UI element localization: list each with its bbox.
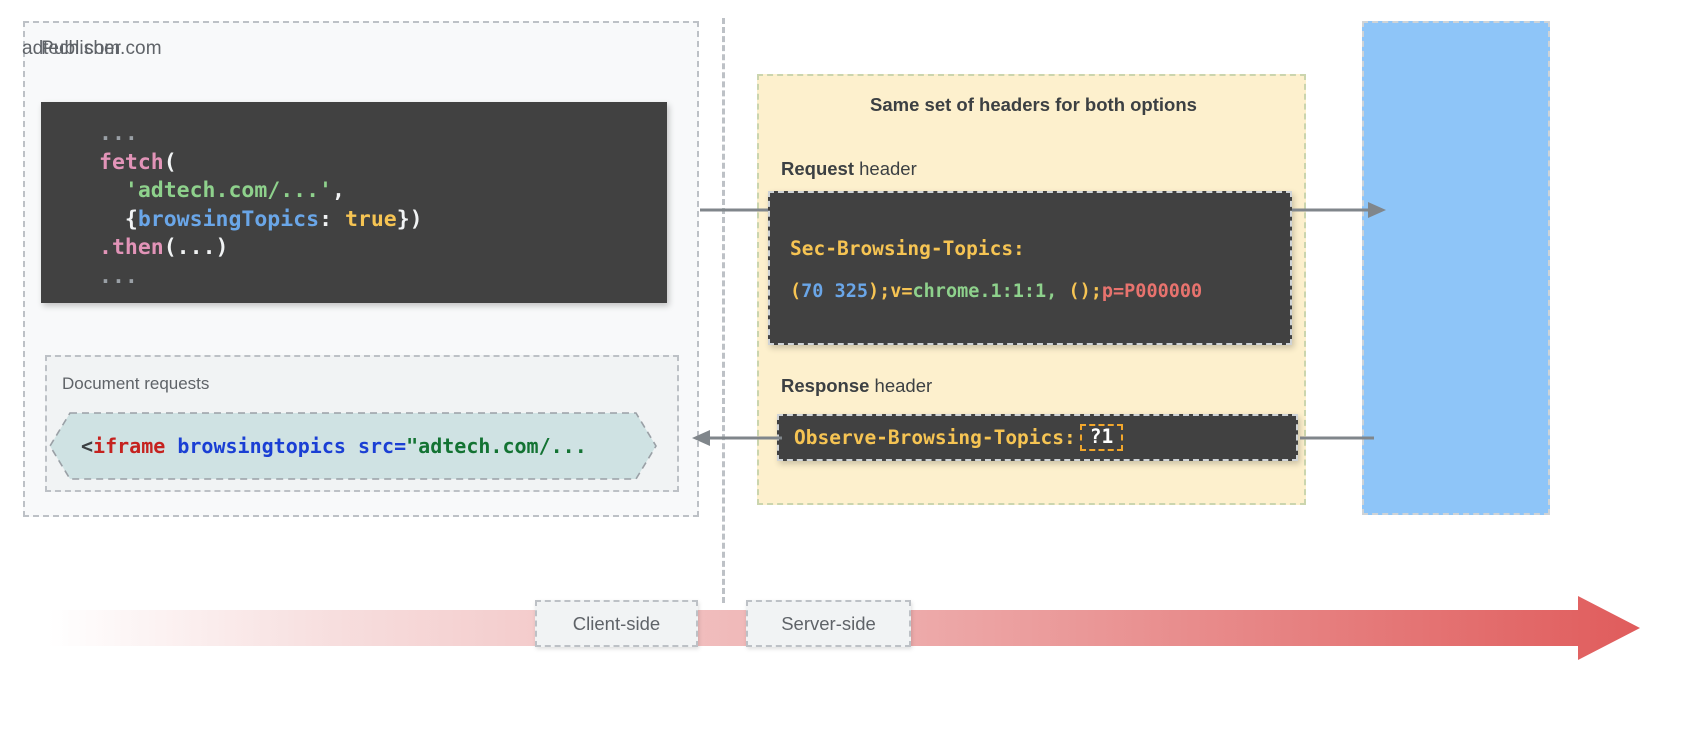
iframe-attr-browsingtopics: browsingtopics: [177, 434, 346, 458]
request-header-value: (70 325);v=chrome.1:1:1, ();p=P000000: [790, 281, 1202, 302]
fetch-code-block: ... fetch( 'adtech.com/...', {browsingTo…: [41, 102, 667, 303]
iframe-attr-src-value: "adtech.com/...: [406, 434, 587, 458]
iframe-snippet-chip: <iframe browsingtopics src="adtech.com/.…: [48, 411, 658, 481]
code-token-then: .then: [99, 235, 164, 260]
value-open-paren: (: [790, 281, 802, 302]
code-token-fetch: fetch: [99, 149, 164, 175]
timeline-chip-client-side: Client-side: [535, 600, 698, 647]
code-token-browsingtopics: browsingTopics: [137, 206, 320, 232]
code-token-url: 'adtech.com/...': [124, 178, 332, 203]
code-ellipsis-top: ...: [99, 121, 138, 146]
response-flow-arrow-icon: [692, 430, 1374, 446]
headers-panel-title: Same set of headers for both options: [870, 94, 1197, 115]
publisher-panel-label: Publisher.com: [41, 38, 162, 59]
iframe-attr-src: src=: [357, 434, 407, 458]
document-requests-panel: Document requests <iframe browsingtopics…: [45, 355, 679, 492]
value-close-paren: );: [867, 281, 891, 302]
response-header-label-rest: header: [869, 375, 933, 396]
timeline-chip-server-side-label: Server-side: [781, 612, 876, 634]
client-server-divider: [722, 18, 725, 603]
response-header-code-box: Observe-Browsing-Topics:?1: [777, 414, 1298, 461]
fetch-code-text: ... fetch( 'adtech.com/...', {browsingTo…: [99, 121, 423, 289]
iframe-snippet-text: <iframe browsingtopics src="adtech.com/.…: [81, 434, 587, 458]
request-flow-arrow-icon: [700, 202, 1386, 218]
code-token-true: true: [344, 206, 397, 232]
response-header-label-strong: Response: [781, 375, 870, 396]
timeline-chip-server-side: Server-side: [746, 600, 911, 647]
response-header-name: Observe-Browsing-Topics:: [794, 426, 1076, 449]
value-p-value: p=P000000: [1101, 281, 1203, 302]
chip-shape-icon: [49, 412, 657, 480]
request-header-label: Request header: [781, 158, 917, 180]
value-empty-parens: ();: [1057, 281, 1102, 302]
document-requests-label: Document requests: [62, 374, 210, 393]
response-header-label: Response header: [781, 375, 932, 397]
response-header-value-highlight: ?1: [1079, 424, 1124, 451]
iframe-tag-name: iframe: [93, 434, 166, 458]
request-header-label-rest: header: [854, 158, 917, 179]
value-version-value: chrome.1:1:1,: [912, 281, 1058, 302]
adtech-panel-label: adtech.com: [22, 38, 121, 59]
request-header-code-box: Sec-Browsing-Topics: (70 325);v=chrome.1…: [768, 191, 1292, 345]
request-header-label-strong: Request: [781, 158, 854, 179]
value-topic-ids: 70 325: [801, 281, 868, 302]
response-header-text: Observe-Browsing-Topics:?1: [794, 416, 1124, 459]
value-version-key: v=: [890, 281, 913, 302]
request-header-name: Sec-Browsing-Topics:: [790, 237, 1025, 260]
timeline-chip-client-side-label: Client-side: [572, 612, 661, 634]
adtech-panel: [1362, 21, 1550, 515]
code-ellipsis-bottom: ...: [99, 263, 138, 289]
